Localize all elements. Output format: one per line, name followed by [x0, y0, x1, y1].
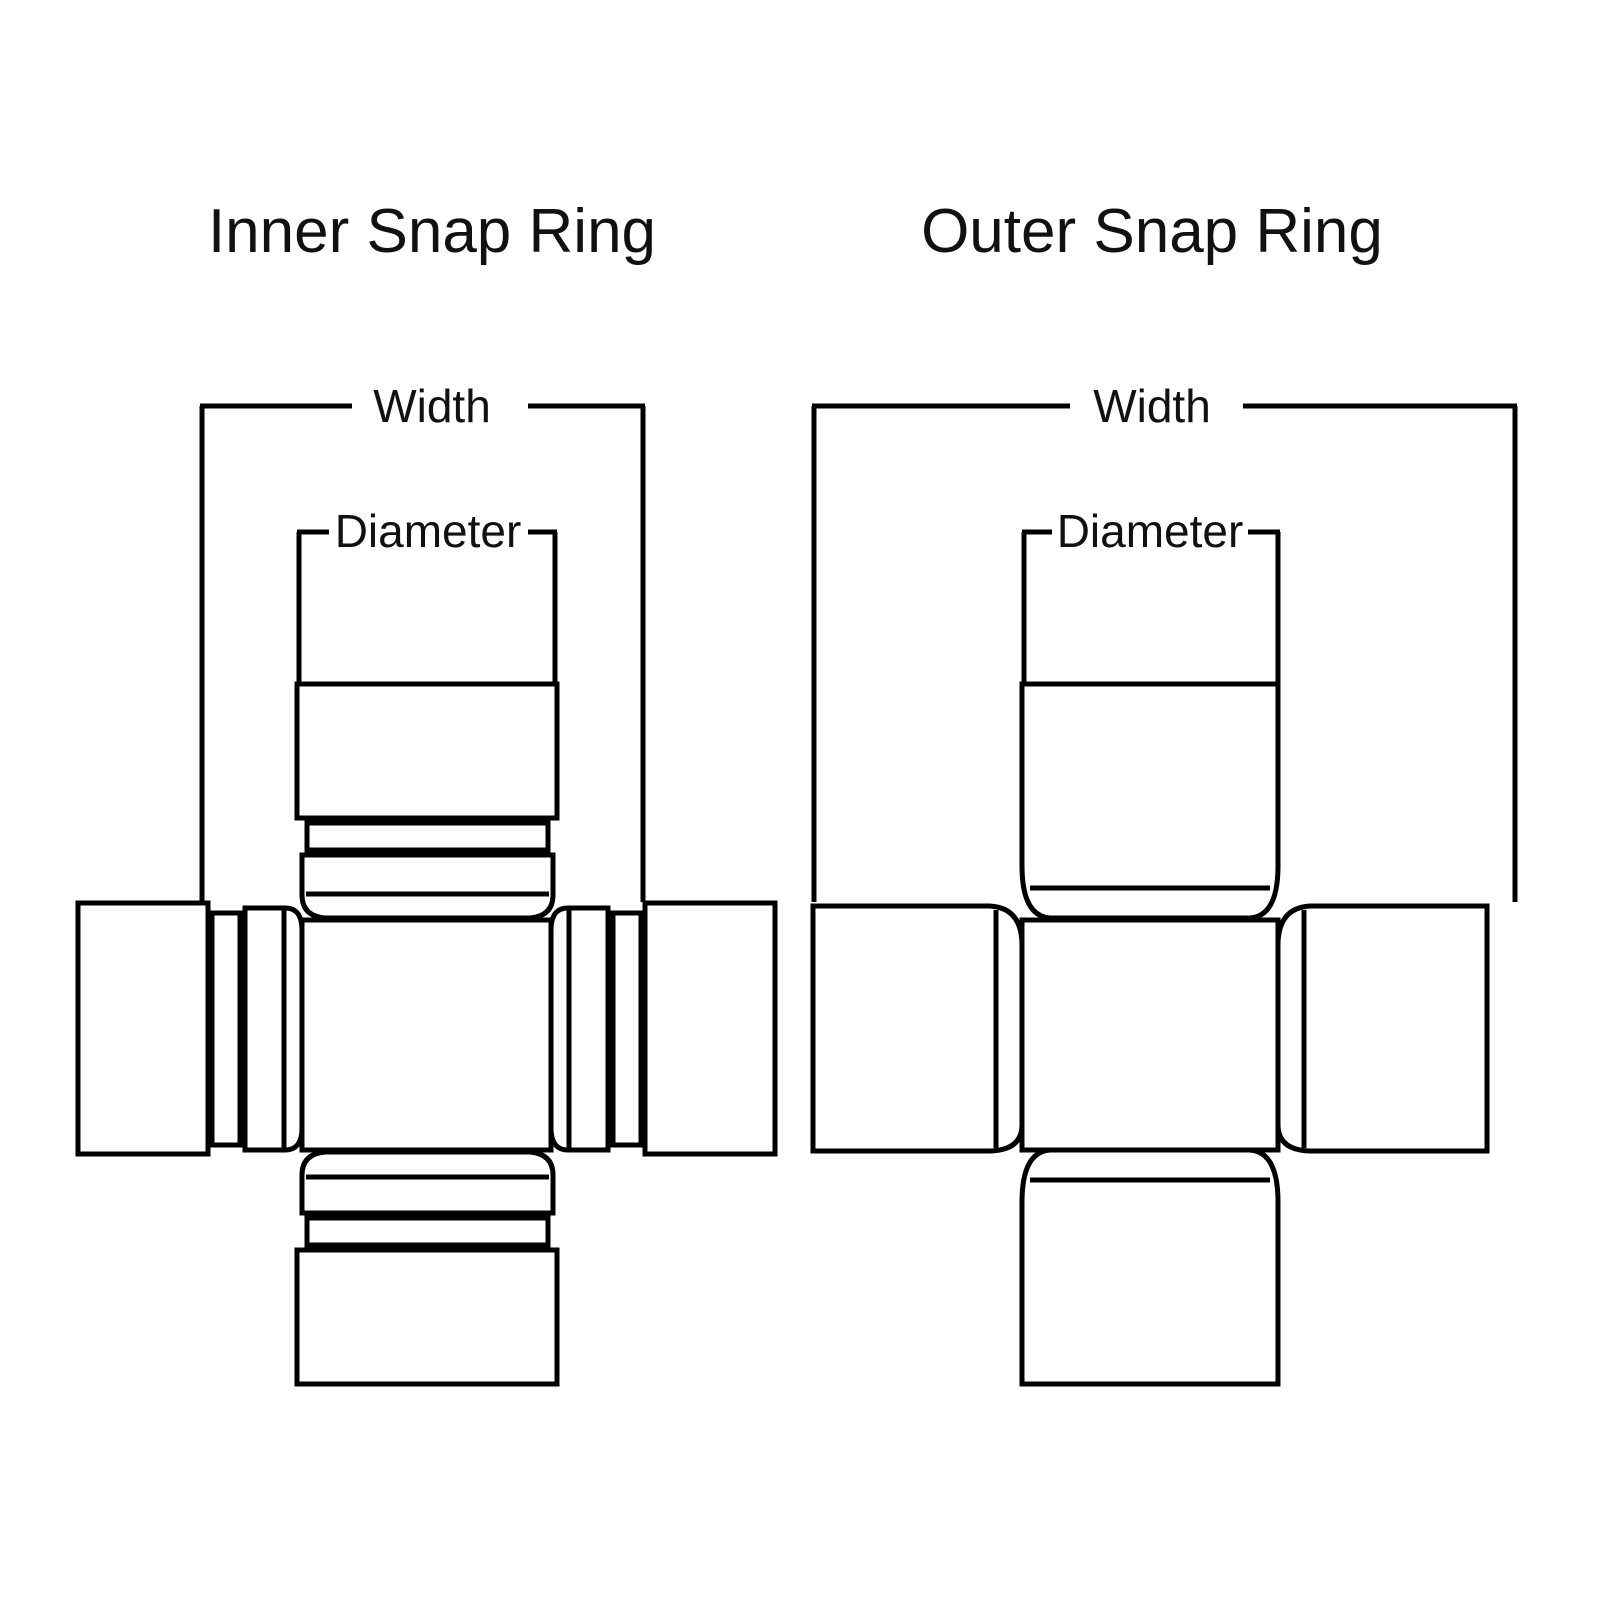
panel-title-inner: Inner Snap Ring [208, 197, 656, 266]
cap-right-inner-body [642, 900, 778, 1157]
bearing-cap-left-outer [810, 903, 1025, 1154]
cap-bottom-inner-band [304, 1215, 551, 1248]
bearing-cap-left-inner [75, 900, 305, 1157]
cap-left-inner-band [209, 910, 243, 1148]
bearing-cap-right-outer [1275, 903, 1490, 1154]
cap-top-inner-shoulder [299, 852, 556, 921]
bearing-cap-top-inner [294, 681, 560, 921]
cap-bottom-outer-body [1019, 1147, 1281, 1387]
dimension-width-inner: Width [199, 380, 646, 902]
bearing-cap-top-outer [1019, 681, 1281, 921]
dimension-width-outer: Width [811, 380, 1518, 902]
diameter-outer-label: Diameter [1057, 505, 1244, 557]
dimension-diameter-inner: Diameter [296, 505, 558, 684]
cap-top-inner-body [294, 681, 560, 821]
cap-top-outer-body [1019, 681, 1281, 921]
panel-inner-snap-ring: Inner Snap Ring Width Diameter [75, 197, 778, 1387]
cross-body-outer [1019, 917, 1281, 1153]
panel-outer-snap-ring: Outer Snap Ring Width Diameter [810, 197, 1518, 1387]
dimension-diameter-outer: Diameter [1021, 505, 1281, 684]
cap-left-inner-body [75, 900, 211, 1157]
cap-top-inner-band [304, 820, 551, 853]
width-inner-label: Width [373, 380, 491, 432]
bearing-cap-bottom-inner [294, 1149, 560, 1387]
bearing-cap-bottom-outer [1019, 1147, 1281, 1387]
cap-right-inner-band [610, 910, 644, 1148]
width-outer-label: Width [1093, 380, 1211, 432]
cap-bottom-inner-body [294, 1247, 560, 1387]
cap-left-inner-shoulder [242, 905, 305, 1153]
panel-title-outer: Outer Snap Ring [921, 197, 1383, 266]
diameter-inner-label: Diameter [335, 505, 522, 557]
cap-left-outer-body [810, 903, 1025, 1154]
cap-right-inner-shoulder [548, 905, 611, 1153]
bearing-cap-right-inner [548, 900, 778, 1157]
cross-body-inner [299, 917, 554, 1153]
cap-bottom-inner-shoulder [299, 1149, 556, 1216]
cap-right-outer-body [1275, 903, 1490, 1154]
